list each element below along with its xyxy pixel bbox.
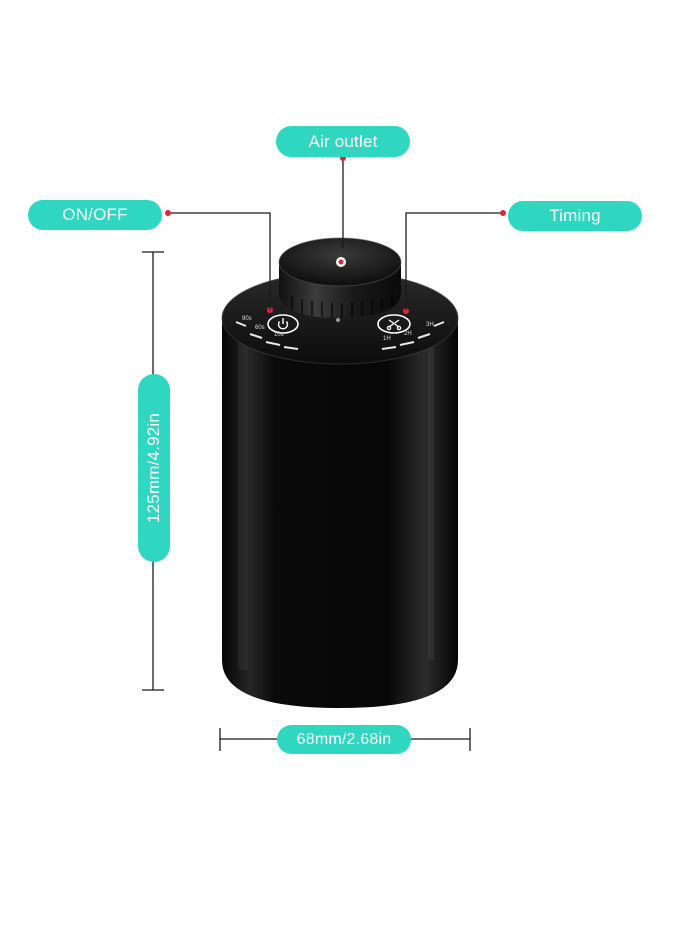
air-outlet-text: Air outlet [308, 131, 378, 151]
air-outlet-hole [336, 257, 346, 267]
air-outlet-label: Air outlet [276, 126, 410, 157]
width-text: 68mm/2.68in [296, 730, 392, 748]
on-off-label-dot [165, 210, 171, 216]
left-mark-2: 10s [274, 332, 284, 338]
right-mark-1: 2H [404, 331, 412, 337]
height-label: 125mm/4.92in [138, 374, 170, 562]
height-text: 125mm/4.92in [144, 412, 164, 524]
width-label: 68mm/2.68in [277, 725, 411, 754]
left-mark-1: 60s [255, 325, 265, 331]
center-sensor-dot [336, 318, 340, 322]
right-mark-2: 3H [426, 322, 434, 328]
leader-lines [168, 158, 503, 310]
timing-label: Timing [508, 201, 642, 231]
timer-button[interactable] [377, 314, 411, 334]
scissors-icon [386, 319, 402, 331]
on-off-label: ON/OFF [28, 200, 162, 230]
timing-text: Timing [549, 206, 601, 225]
timer-indicator-dot [403, 308, 409, 314]
right-mark-0: 1H [383, 336, 391, 342]
timing-label-dot [500, 210, 506, 216]
right-scale [381, 321, 445, 350]
adjust-knob[interactable] [278, 237, 402, 318]
power-icon [277, 318, 289, 330]
left-mark-0: 90s [242, 316, 252, 322]
on-off-text: ON/OFF [62, 205, 128, 224]
left-scale [235, 321, 299, 350]
power-button[interactable] [267, 314, 299, 334]
device-body [222, 318, 458, 708]
